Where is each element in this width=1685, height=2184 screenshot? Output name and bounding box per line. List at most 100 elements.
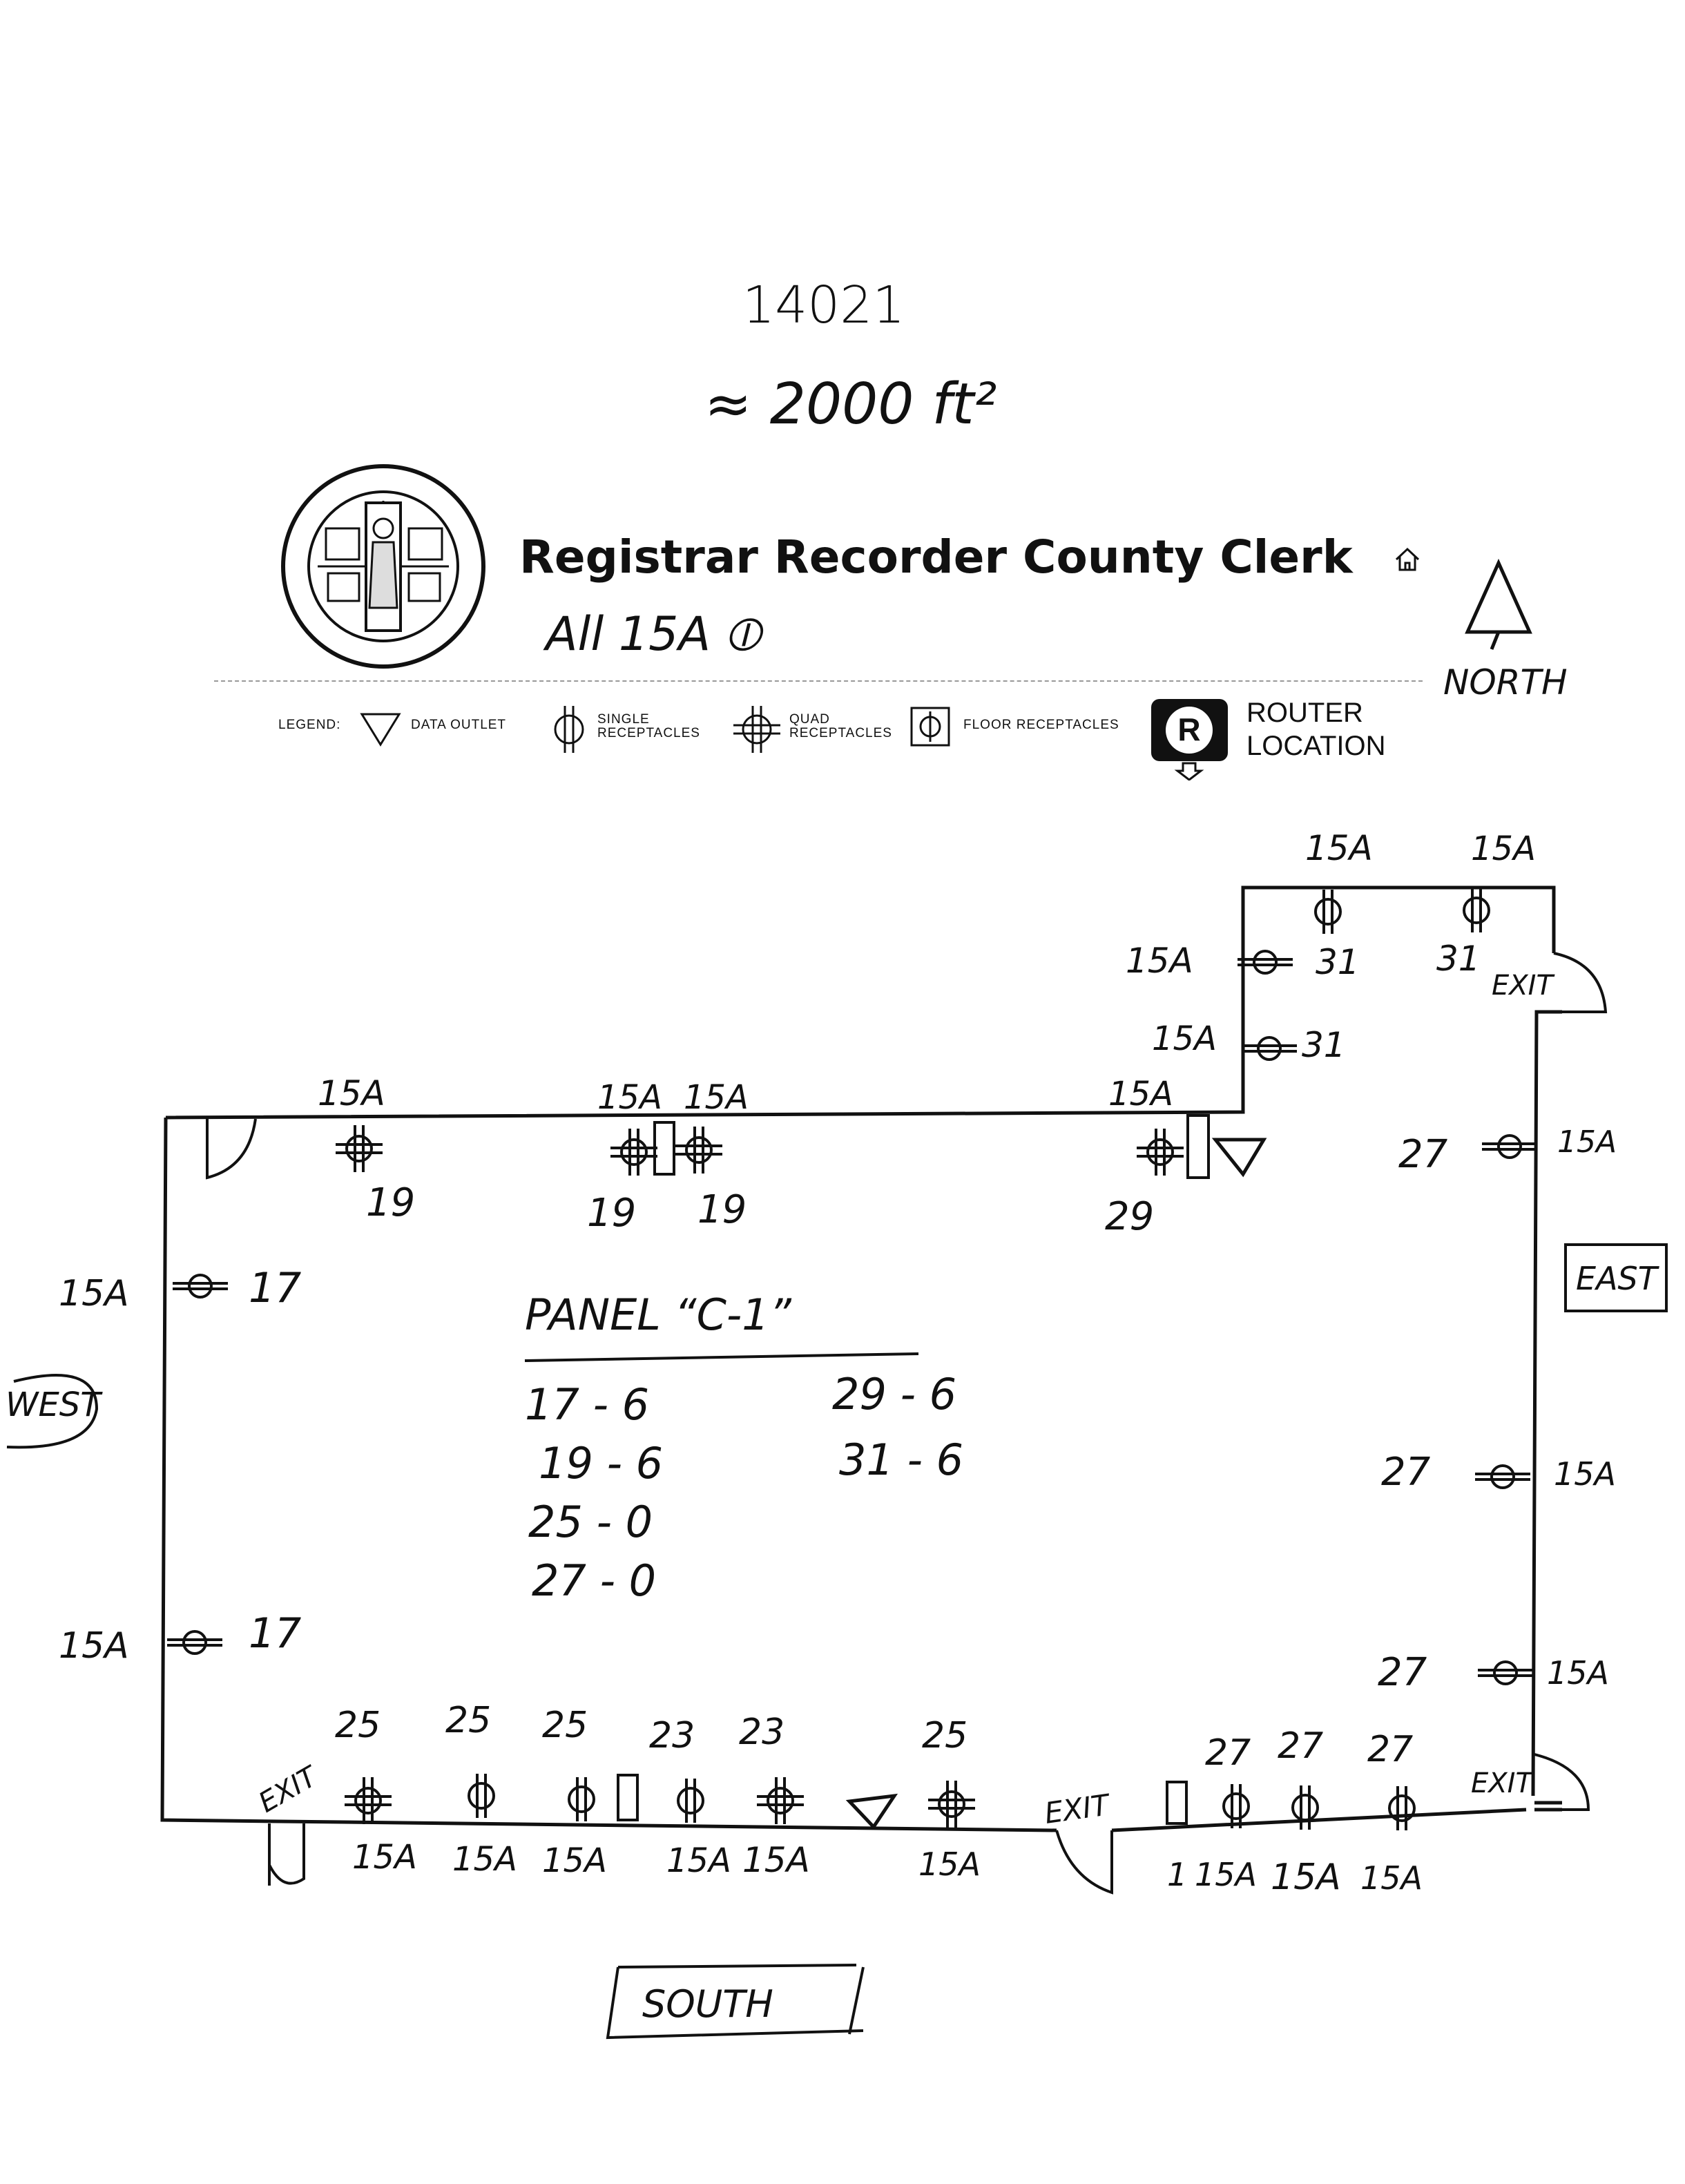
data-outlet-south — [845, 1793, 898, 1830]
floor-box-south-1 — [617, 1774, 639, 1821]
exit-door-s — [1055, 1830, 1113, 1895]
quad-receptacle-icon — [732, 705, 782, 758]
circuit-23: 23 — [739, 1712, 784, 1753]
exit-label: EXIT — [1043, 1788, 1114, 1830]
circuit-29: 29 — [1105, 1194, 1154, 1239]
exit-door-se — [1534, 1753, 1590, 1811]
floor-box-north-2 — [1186, 1114, 1210, 1179]
single-receptacle — [568, 1776, 595, 1823]
amp-label: 15A — [597, 1078, 662, 1117]
quad-receptacle — [334, 1124, 384, 1174]
amp-label: 15A — [352, 1838, 417, 1877]
east-label: EAST — [1576, 1260, 1657, 1297]
job-number: 14021 — [742, 276, 905, 335]
circuit-19: 19 — [587, 1191, 636, 1236]
floor-box-north-1 — [653, 1121, 675, 1176]
floor-receptacle-icon — [909, 706, 951, 751]
legend-prefix: LEGEND: — [278, 718, 341, 732]
wall-receptacle — [1476, 1660, 1534, 1685]
router-location-icon: R — [1150, 698, 1229, 781]
amp-label: 15A — [684, 1078, 749, 1117]
door-south-west — [268, 1823, 305, 1886]
one-label: 1 — [1167, 1856, 1187, 1893]
single-receptacle — [1463, 887, 1490, 934]
amp-label: 15A — [918, 1846, 981, 1883]
amp-label: 15A — [666, 1841, 731, 1880]
panel-row: 19 - 6 — [539, 1438, 663, 1488]
west-label: WEST — [6, 1386, 101, 1424]
circuit-27: 27 — [1378, 1650, 1427, 1695]
quad-receptacle — [609, 1127, 659, 1177]
circuit-31: 31 — [1316, 942, 1360, 982]
circuit-27: 27 — [1398, 1132, 1448, 1177]
router-symbol: R — [1177, 711, 1200, 747]
circuit-25: 25 — [542, 1705, 588, 1746]
circuit-17: 17 — [249, 1609, 301, 1658]
amp-label: 15A — [59, 1273, 129, 1314]
amp-label: 15A — [1547, 1654, 1609, 1692]
single-receptacle — [468, 1772, 495, 1819]
amp-label: 15A — [1195, 1856, 1257, 1893]
amp-label: 15A — [1471, 830, 1536, 868]
header-divider — [214, 680, 1423, 682]
panel-row: 27 - 0 — [532, 1555, 656, 1606]
circuit-23: 23 — [649, 1715, 695, 1756]
amp-label: 15A — [742, 1840, 810, 1880]
circuit-27: 27 — [1205, 1732, 1251, 1774]
circuit-25: 25 — [445, 1700, 491, 1741]
circuit-27: 27 — [1381, 1450, 1431, 1495]
legend-single: SINGLE RECEPTACLES — [597, 712, 700, 740]
data-outlet-north — [1211, 1138, 1267, 1178]
wall-receptacle — [1236, 950, 1294, 975]
wall-receptacle — [1474, 1464, 1532, 1489]
exit-door-ne — [1553, 952, 1608, 1013]
amp-label: 15A — [1554, 1455, 1616, 1493]
circuit-27: 27 — [1367, 1729, 1413, 1770]
south-label: SOUTH — [642, 1982, 773, 2026]
north-label: NORTH — [1443, 662, 1568, 702]
circuit-19: 19 — [697, 1187, 747, 1232]
quad-receptacle — [343, 1776, 393, 1826]
area-note: ≈ 2000 ft² — [704, 372, 997, 437]
circuit-31: 31 — [1436, 939, 1481, 979]
single-receptacle — [1291, 1784, 1319, 1831]
amp-label: 15A — [1152, 1019, 1217, 1058]
circuit-27: 27 — [1278, 1725, 1323, 1767]
amp-label: 15A — [452, 1840, 517, 1879]
panel-row: 31 - 6 — [839, 1435, 963, 1485]
door-north-west — [206, 1118, 257, 1180]
exit-label: EXIT — [1492, 970, 1555, 1002]
amp-label: 15A — [1108, 1075, 1173, 1113]
wall-receptacle — [1481, 1134, 1539, 1159]
legend-quad: QUAD RECEPTACLES — [789, 712, 892, 740]
circuit-31: 31 — [1302, 1025, 1346, 1065]
amp-label: 15A — [1360, 1859, 1423, 1897]
home-icon — [1392, 544, 1423, 575]
circuit-17: 17 — [249, 1264, 301, 1312]
quad-receptacle — [674, 1125, 724, 1175]
circuit-19: 19 — [366, 1180, 415, 1225]
circuit-25: 25 — [335, 1705, 381, 1746]
legend-data-outlet: DATA OUTLET — [411, 718, 507, 732]
amp-label: 15A — [59, 1625, 129, 1667]
data-outlet-icon — [359, 711, 402, 751]
amp-label: 15A — [542, 1841, 607, 1880]
exit-label: EXIT — [253, 1760, 325, 1819]
panel-row: 17 - 6 — [525, 1379, 649, 1430]
single-receptacle-icon — [548, 705, 590, 758]
wall-receptacle — [171, 1274, 229, 1299]
amp-label: 15A — [1126, 941, 1193, 981]
amp-label: 15A — [1305, 828, 1373, 868]
east-label-box — [1564, 1243, 1668, 1312]
panel-row: 29 - 6 — [832, 1369, 956, 1419]
west-label-box — [0, 1361, 104, 1457]
panel-title: PANEL “C-1” — [525, 1290, 792, 1340]
single-receptacle — [1388, 1785, 1416, 1832]
exit-label: EXIT — [1471, 1768, 1534, 1799]
panel-underline — [524, 1352, 919, 1362]
north-arrow-icon — [1450, 556, 1540, 653]
single-receptacle — [1314, 888, 1342, 935]
quad-receptacle — [755, 1776, 805, 1826]
floor-box-south-2 — [1166, 1781, 1188, 1825]
